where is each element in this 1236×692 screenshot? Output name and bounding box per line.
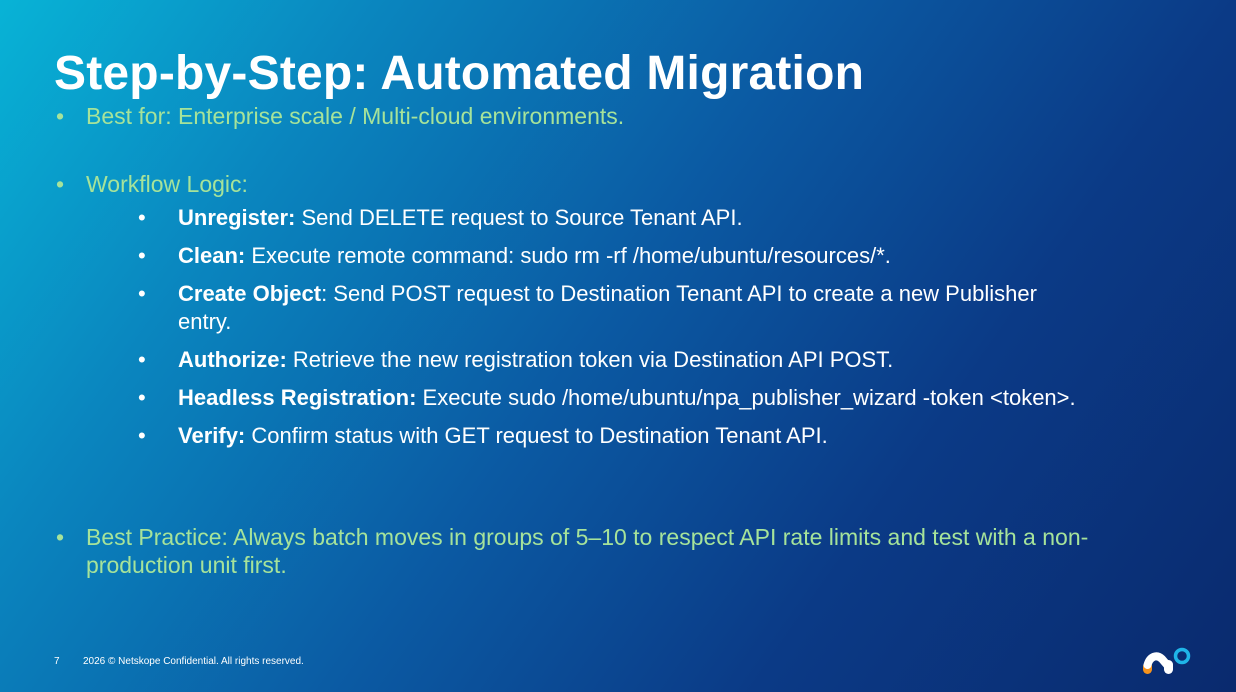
bullet-dot: • <box>56 524 65 550</box>
bullet-dot: • <box>138 423 146 448</box>
step-text: Retrieve the new registration token via … <box>286 347 894 372</box>
slide-title: Step-by-Step: Automated Migration <box>54 47 865 100</box>
bullet-dot: • <box>138 205 146 230</box>
bullet-dot: • <box>56 171 65 197</box>
workflow-step-clean: • Clean: Execute remote command: sudo rm… <box>138 242 1138 270</box>
workflow-heading: Workflow Logic: <box>86 171 248 197</box>
workflow-step-unregister: • Unregister: Send DELETE request to Sou… <box>138 204 1138 232</box>
footer-copyright: 2026 © Netskope Confidential. All rights… <box>83 656 304 667</box>
step-label: Authorize: <box>178 347 287 372</box>
step-text: Execute remote command: sudo rm -rf /hom… <box>245 243 891 268</box>
best-practice-bullet: • Best Practice: Always batch moves in g… <box>56 523 1176 579</box>
step-text: Execute sudo /home/ubuntu/npa_publisher_… <box>416 385 1076 410</box>
page-number: 7 <box>54 656 60 667</box>
step-label: Unregister: <box>178 205 296 230</box>
workflow-step-authorize: • Authorize: Retrieve the new registrati… <box>138 346 1138 374</box>
netskope-logo-icon <box>1143 647 1191 674</box>
logo-blue-dot <box>1173 647 1191 665</box>
bullet-dot: • <box>138 385 146 410</box>
bullet-dot: • <box>138 281 146 306</box>
workflow-step-create-object: • Create Object: Send POST request to De… <box>138 280 1138 336</box>
bullet-dot: • <box>138 347 146 372</box>
workflow-step-verify: • Verify: Confirm status with GET reques… <box>138 422 1138 450</box>
workflow-step-headless-registration: • Headless Registration: Execute sudo /h… <box>138 384 1138 412</box>
step-label: Create Object <box>178 281 322 306</box>
logo-white-arc <box>1143 652 1172 670</box>
best-practice-text: Best Practice: Always batch moves in gro… <box>86 524 1089 578</box>
logo-white-segment <box>1164 660 1173 674</box>
step-text: : Send POST request to Destination Tenan… <box>178 281 1037 334</box>
workflow-bullet: • Workflow Logic: <box>56 170 248 198</box>
bullet-dot: • <box>56 103 65 129</box>
step-label: Verify: <box>178 423 246 448</box>
step-text: Send DELETE request to Source Tenant API… <box>295 205 743 230</box>
best-for-text: Best for: Enterprise scale / Multi-cloud… <box>86 103 625 129</box>
step-label: Clean: <box>178 243 246 268</box>
best-for-bullet: • Best for: Enterprise scale / Multi-clo… <box>56 102 624 130</box>
step-label: Headless Registration: <box>178 385 417 410</box>
workflow-steps-list: • Unregister: Send DELETE request to Sou… <box>138 204 1138 460</box>
step-text: Confirm status with GET request to Desti… <box>245 423 828 448</box>
bullet-dot: • <box>138 243 146 268</box>
